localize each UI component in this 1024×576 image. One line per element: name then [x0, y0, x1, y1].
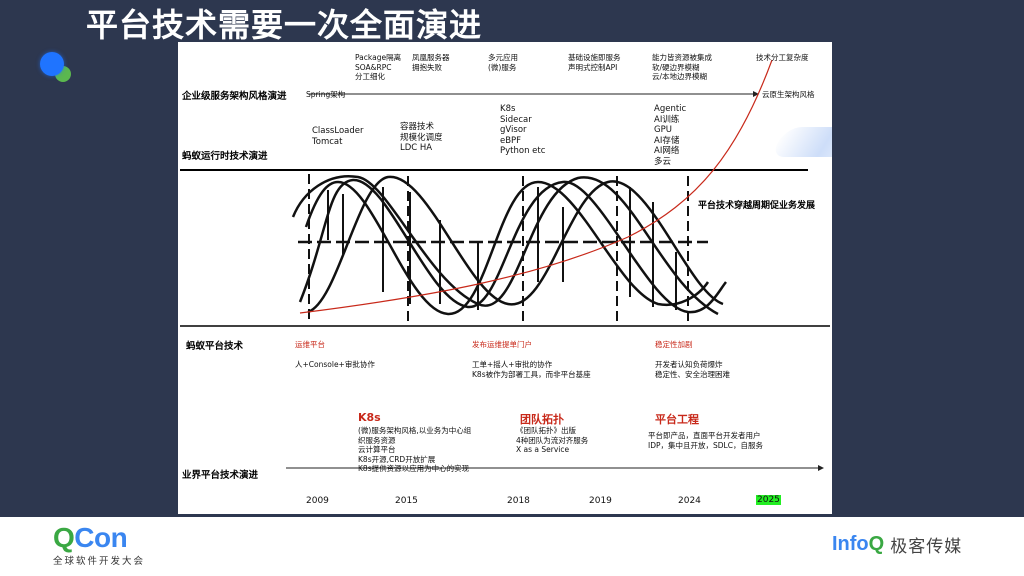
enterprise-milestone: 基础设施即服务 声明式控制API — [568, 53, 621, 72]
enterprise-start-label: Spring架构 — [306, 90, 346, 99]
platform-stage-desc: 工单+摇人+审批的协作 K8s被作为部署工具，而非平台基座 — [472, 360, 591, 379]
timeline-year-highlighted: 2025 — [756, 495, 781, 505]
qcon-subtitle: 全球软件开发大会 — [53, 556, 146, 567]
industry-stage-desc: 《团队拓扑》出版 4种团队为流对齐服务 X as a Service — [516, 426, 589, 454]
infoq-logo-q: Q — [868, 533, 885, 555]
enterprise-milestone: 多元应用 (微)服务 — [488, 53, 518, 72]
row-label-industry-platform: 业界平台技术演进 — [182, 470, 259, 481]
platform-stage-title: 运维平台 — [295, 340, 325, 349]
slide-title: 平台技术需要一次全面演进 — [86, 6, 483, 44]
row-label-ant-runtime: 蚂蚁运行时技术演进 — [182, 151, 268, 162]
helix-caption: 平台技术穿越周期促业务发展 — [698, 201, 816, 211]
timeline-year: 2024 — [678, 496, 701, 506]
industry-stage-title: 团队拓扑 — [520, 413, 564, 426]
runtime-stage: Agentic AI训练 GPU AI存储 AI网络 多云 — [654, 104, 687, 167]
infoq-chinese-name: 极客传媒 — [890, 537, 963, 557]
qcon-logo-con: Con — [74, 522, 128, 553]
enterprise-milestone: 技术分工复杂度 — [756, 53, 809, 62]
platform-stage-desc: 开发者认知负荷爆炸 稳定性、安全治理困难 — [655, 360, 730, 379]
enterprise-milestone: 凤凰服务器 拥抱失败 — [412, 53, 450, 72]
runtime-stage: ClassLoader Tomcat — [312, 126, 364, 147]
enterprise-milestone: 能力皆资源被集成 软/硬边界模糊 云/本地边界模糊 — [652, 53, 712, 81]
industry-stage-title: 平台工程 — [655, 413, 699, 426]
platform-stage-title: 发布运维提单门户 — [472, 340, 532, 349]
diagram-graphics — [180, 59, 830, 471]
qcon-logo-q: Q — [53, 522, 75, 553]
infoq-logo: InfoQ 极客传媒 — [832, 532, 962, 557]
row-label-enterprise-arch: 企业级服务架构风格演进 — [182, 91, 287, 102]
row-label-ant-platform: 蚂蚁平台技术 — [186, 341, 244, 352]
timeline-year: 2019 — [589, 496, 612, 506]
industry-stage-desc: (微)服务架构风格,以业务为中心组 织服务资源 云计算平台 K8s开源,CRD开… — [358, 426, 472, 473]
infoq-logo-info: Info — [832, 533, 869, 555]
timeline-year: 2009 — [306, 496, 329, 506]
diagram-panel: 企业级服务架构风格演进 蚂蚁运行时技术演进 蚂蚁平台技术 业界平台技术演进 Sp… — [178, 42, 832, 514]
industry-stage-title: K8s — [358, 411, 381, 424]
qcon-logo: QCon 全球软件开发大会 — [53, 522, 146, 568]
industry-stage-desc: 平台即产品，直面平台开发者用户 IDP，集中且开放，SDLC，自服务 — [648, 431, 763, 450]
decorative-blue-dot-icon — [40, 52, 64, 76]
runtime-stage: 容器技术 规模化调度 LDC HA — [400, 122, 443, 153]
runtime-stage: K8s Sidecar gVisor eBPF Python etc — [500, 104, 546, 156]
enterprise-milestone: Package隔离 SOA&RPC 分工细化 — [355, 53, 402, 81]
platform-stage-desc: 人+Console+审批协作 — [295, 360, 375, 369]
timeline-year: 2018 — [507, 496, 530, 506]
platform-stage-title: 稳定性加剧 — [655, 340, 693, 349]
enterprise-end-label: 云原生架构风格 — [762, 90, 815, 99]
timeline-year: 2015 — [395, 496, 418, 506]
